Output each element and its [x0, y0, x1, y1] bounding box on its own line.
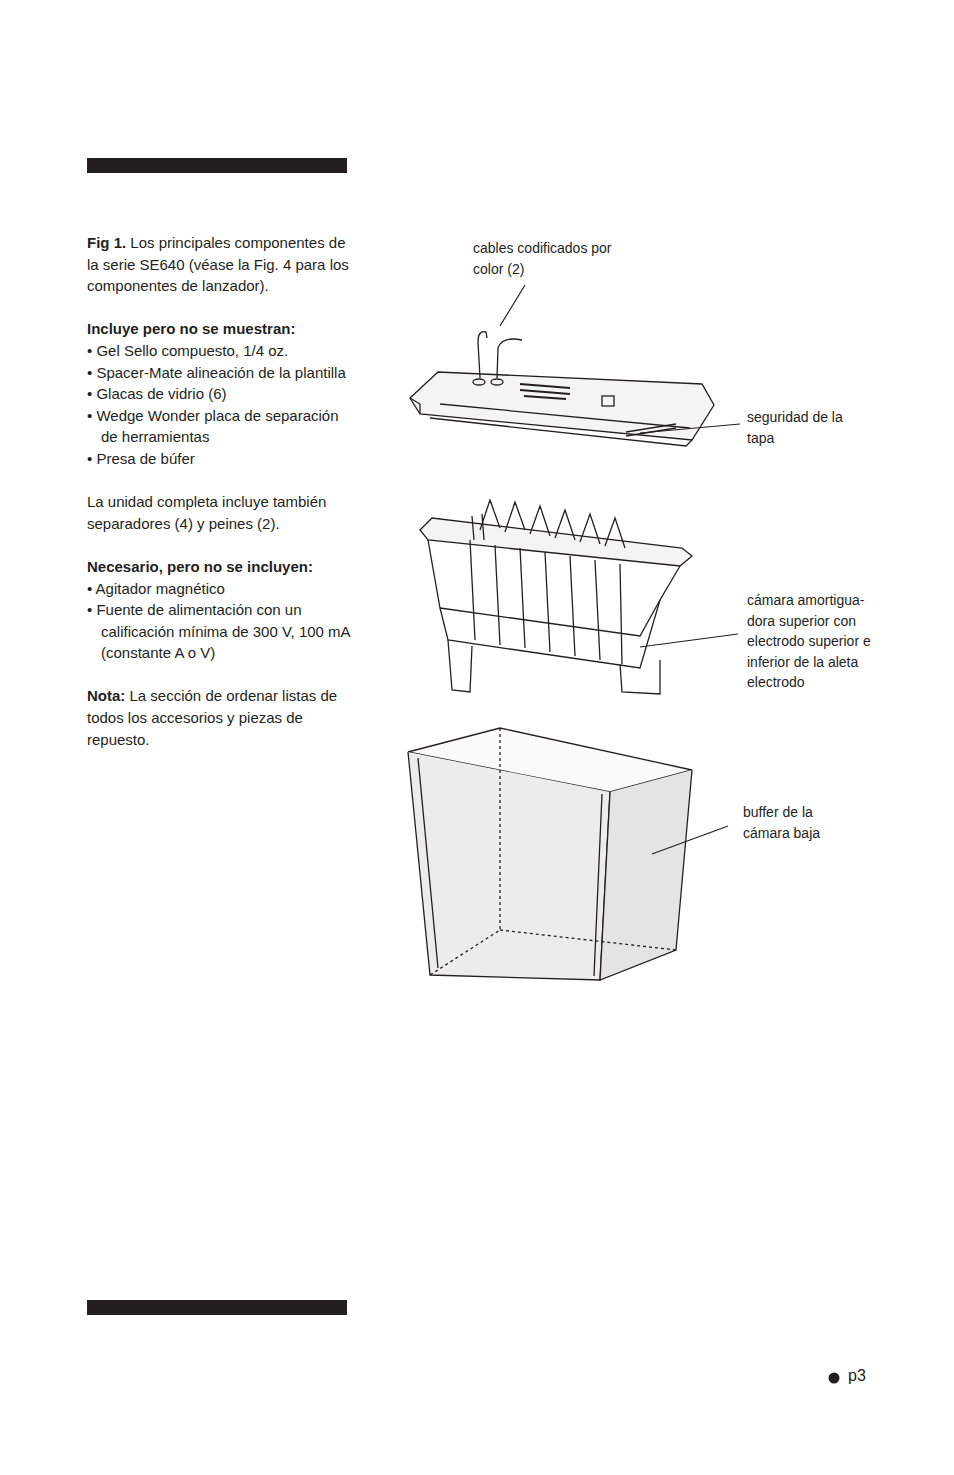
lid-drawing [410, 332, 714, 446]
paragraph: Fig 1. Los principales componentes de la… [87, 232, 351, 297]
text-run: Nota: [87, 687, 125, 704]
page-dot [829, 1373, 840, 1384]
rule-bar [87, 1300, 347, 1315]
paragraph: • Gel Sello compuesto, 1/4 oz. [87, 340, 351, 362]
page-number: p3 [848, 1366, 888, 1387]
callout-label: buffer de la cámara baja [743, 802, 853, 843]
text-run: La sección de ordenar listas de todos lo… [87, 687, 337, 747]
paragraph: • Spacer-Mate alineación de la plantilla [87, 362, 351, 384]
paragraph: • Presa de búfer [87, 448, 351, 470]
text-run: Los principales componentes de la serie … [87, 234, 349, 294]
text-column: Fig 1. Los principales componentes de la… [87, 232, 351, 750]
paragraph: • Agitador magnético [87, 578, 351, 600]
lower-tank-drawing [408, 728, 692, 980]
rule-bar [87, 158, 347, 173]
paragraph: • Glacas de vidrio (6) [87, 383, 351, 405]
leader-lines [500, 285, 740, 854]
paragraph: La unidad completa incluye también separ… [87, 491, 351, 534]
paragraph: • Wedge Wonder placa de separación de he… [87, 405, 351, 448]
paragraph: Incluye pero no se muestran: [87, 318, 351, 340]
upper-chamber-drawing [420, 500, 692, 694]
text-run: Fig 1. [87, 234, 126, 251]
callout-label: cámara amortigua-dora superior con elect… [747, 590, 877, 693]
callout-label: seguridad de la tapa [747, 407, 857, 448]
callout-label: cables codificados por color (2) [473, 238, 613, 279]
paragraph: Nota: La sección de ordenar listas de to… [87, 685, 351, 750]
paragraph: Necesario, pero no se incluyen: [87, 556, 351, 578]
paragraph: • Fuente de alimentación con un califica… [87, 599, 351, 664]
